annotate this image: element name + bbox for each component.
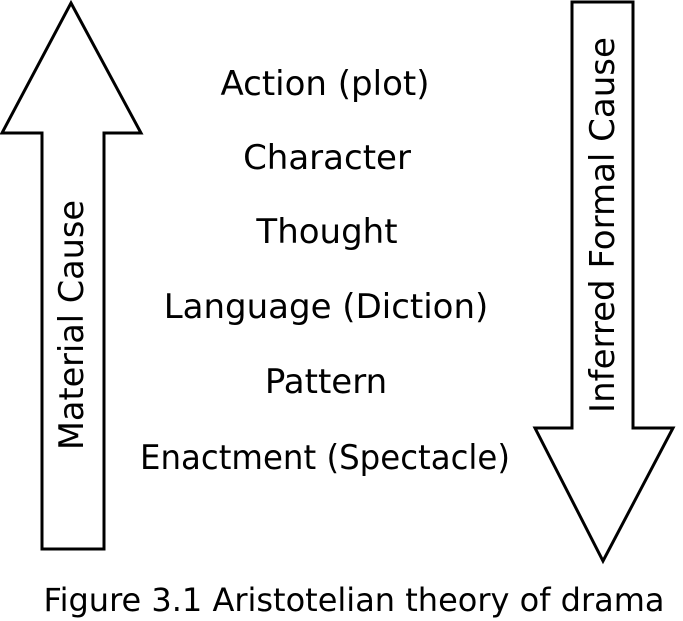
- down-arrow-shape: [532, 0, 676, 565]
- level-enactment: Enactment (Spectacle): [140, 438, 510, 478]
- drama-levels: Action (plot) Character Thought Language…: [140, 64, 510, 478]
- inferred-formal-cause-label: Inferred Formal Cause: [583, 37, 623, 413]
- level-thought: Thought: [255, 212, 397, 252]
- material-cause-arrow: Material Cause: [0, 0, 144, 551]
- level-language: Language (Diction): [164, 287, 489, 327]
- up-arrow-shape: [0, 0, 144, 551]
- level-pattern: Pattern: [265, 362, 387, 402]
- inferred-formal-cause-arrow: Inferred Formal Cause: [532, 0, 676, 565]
- level-character: Character: [243, 138, 411, 178]
- level-action: Action (plot): [221, 64, 430, 104]
- material-cause-label: Material Cause: [52, 200, 92, 450]
- figure-caption: Figure 3.1 Aristotelian theory of drama: [44, 581, 665, 619]
